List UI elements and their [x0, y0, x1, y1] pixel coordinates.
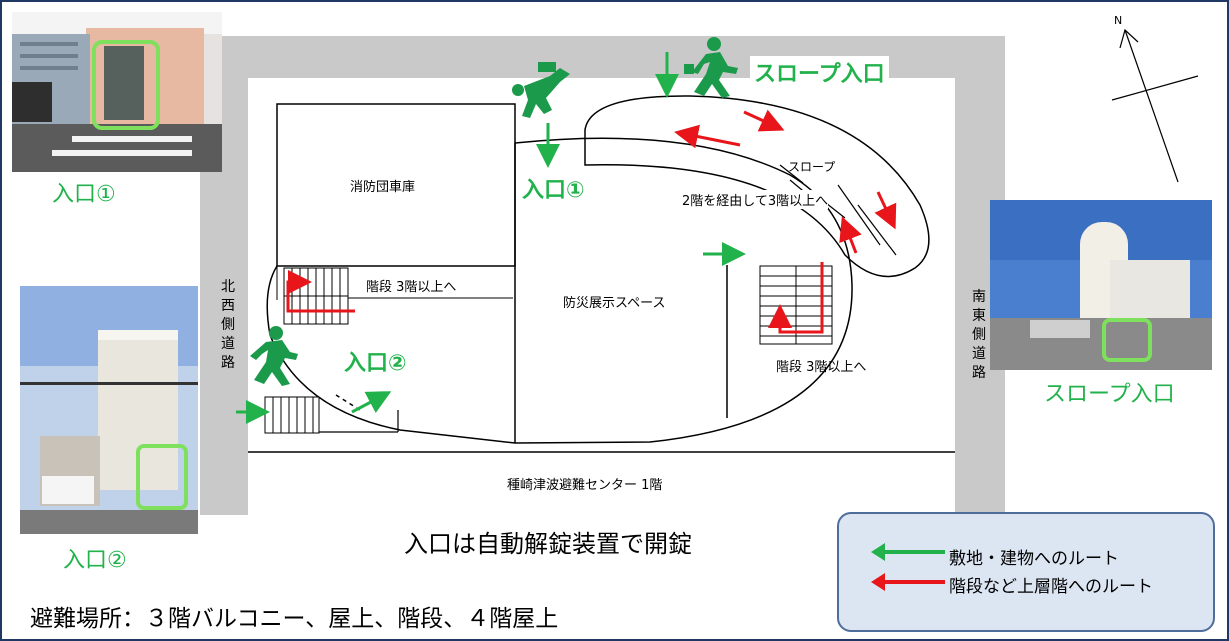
entrance1-photo-caption: 入口①: [52, 182, 116, 207]
entrance2-photo-caption: 入口②: [63, 548, 127, 573]
refuge-note: 避難場所：３階バルコニー、屋上、階段、４階屋上: [30, 606, 559, 632]
route-legend: 敷地・建物へのルート 階段など上層階へのルート: [837, 512, 1215, 632]
exit-sign-icon: [684, 37, 738, 98]
fire-garage-room: [276, 103, 516, 267]
entrance1-photo: [12, 12, 222, 172]
stairs-se-label: 階段 3階以上へ: [776, 360, 867, 375]
exit-sign-icon: [512, 62, 570, 118]
green-route-arrows: [236, 52, 746, 424]
entrance2-photo: [20, 286, 198, 534]
floor-label: 種崎津波避難センター 1階: [507, 478, 663, 493]
slope-entrance-label: スロープ入口: [750, 56, 889, 88]
red-arrow-icon: [871, 573, 945, 591]
slope-label: スロープ: [788, 160, 836, 174]
legend-red-label: 階段など上層階へのルート: [949, 577, 1153, 597]
slope-ramp: [584, 95, 930, 278]
north-label: N: [1114, 14, 1122, 27]
slope-photo-caption: スロープ入口: [1044, 382, 1175, 407]
green-arrow-icon: [871, 543, 945, 561]
stairs-entrance2: [264, 396, 320, 434]
exit-sign-icon: [250, 326, 298, 386]
stairs-nw: [283, 267, 355, 325]
entrance1-label: 入口①: [522, 178, 585, 203]
entrance2-label: 入口②: [344, 351, 407, 376]
red-route-arrows: [674, 109, 897, 254]
auto-unlock-note: 入口は自動解錠装置で開錠: [404, 530, 692, 558]
fire-garage-label: 消防団車庫: [350, 180, 416, 195]
se-road-label: 南東側道路: [972, 289, 986, 381]
stairs-se: [759, 262, 833, 345]
slope-photo: [990, 200, 1212, 370]
slope-note-label: 2階を経由して3階以上へ: [682, 190, 829, 209]
north-arrow-icon: [1111, 28, 1199, 183]
legend-green-label: 敷地・建物へのルート: [949, 549, 1119, 569]
nw-road-label: 北西側道路: [221, 279, 235, 371]
stairs-nw-label: 階段 3階以上へ: [366, 280, 457, 295]
exhibit-space-label: 防災展示スペース: [563, 296, 666, 311]
